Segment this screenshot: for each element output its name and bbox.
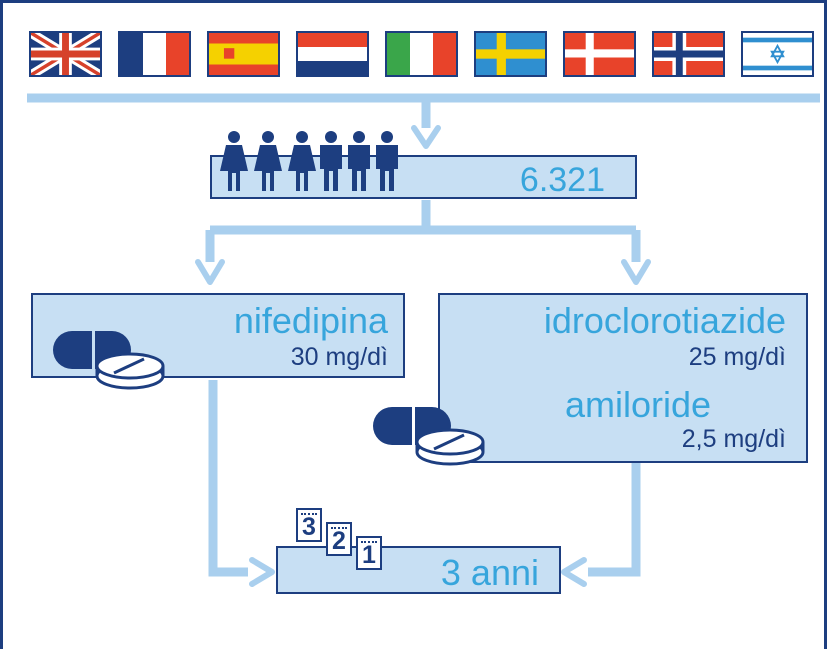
female-icon	[220, 131, 248, 191]
male-icon	[348, 131, 370, 191]
pill-icon	[53, 331, 165, 390]
calendar-page-icon: 2	[326, 522, 352, 556]
italy-flag	[385, 31, 458, 77]
amiloride-dose: 2,5 mg/dì	[681, 425, 786, 453]
nifedipine-label: nifedipina	[233, 300, 388, 341]
nifedipine-dose: 30 mg/dì	[290, 343, 388, 371]
norway-flag	[652, 31, 725, 77]
duration-box: 3 anni	[276, 546, 561, 594]
calendar-page-icon: 3	[296, 508, 322, 542]
hydrochlorothiazide-dose: 25 mg/dì	[688, 343, 786, 371]
calendar-page-icon: 1	[356, 536, 382, 570]
patients-icon-group	[220, 131, 398, 191]
male-icon	[376, 131, 398, 191]
patient-count: 6.321	[519, 161, 605, 199]
female-icon	[288, 131, 316, 191]
duration-label: 3 anni	[440, 552, 539, 593]
amiloride-label: amiloride	[564, 384, 711, 425]
france-flag	[118, 31, 191, 77]
netherlands-flag	[296, 31, 369, 77]
pill-icon	[373, 407, 485, 466]
sweden-flag	[474, 31, 547, 77]
israel-flag	[741, 31, 814, 77]
hydrochlorothiazide-label: idroclorotiazide	[543, 300, 786, 341]
denmark-flag	[563, 31, 636, 77]
nifedipine-arm-box: nifedipina 30 mg/dì	[31, 293, 405, 378]
diuretic-arm-box: idroclorotiazide 25 mg/dì amiloride 2,5 …	[438, 293, 808, 463]
patients-box: 6.321	[210, 155, 637, 199]
male-icon	[320, 131, 342, 191]
female-icon	[254, 131, 282, 191]
uk-flag	[29, 31, 102, 77]
spain-flag	[207, 31, 280, 77]
